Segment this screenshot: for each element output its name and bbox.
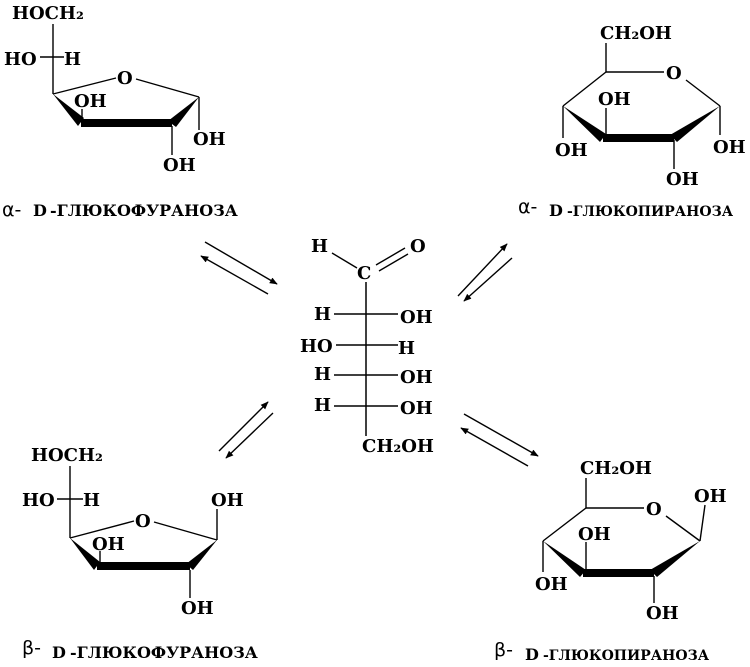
- row-1-right: OH: [400, 307, 433, 328]
- aldehyde-h: H: [311, 236, 328, 257]
- ap-oh-left: OH: [555, 140, 588, 161]
- arrow-tr-back: [463, 257, 513, 302]
- bf-top-hoch2: HOCH₂: [31, 445, 103, 466]
- bp-wedge-right: [650, 541, 700, 577]
- af-oh-right: OH: [193, 129, 226, 150]
- ap-ring-c5-c4: [562, 71, 607, 107]
- af-caption: -ГЛЮКОФУРАНОЗА: [50, 201, 238, 220]
- row-4-left: H: [314, 395, 331, 416]
- alpha-glucopyranose: CH₂OH O OH OH OH OH α- D -ГЛЮКОПИРАНОЗА: [518, 23, 746, 220]
- row-4-right: OH: [400, 398, 433, 419]
- alpha-glucofuranose: HOCH₂ HO H O OH OH OH α- D -ГЛЮКОФУРАНОЗ…: [2, 3, 238, 221]
- bf-ring-o-c1: [153, 521, 218, 541]
- bf-caption-d: D: [52, 643, 66, 662]
- arrow-br-forward: [463, 413, 539, 457]
- arrow-br-back: [460, 427, 529, 467]
- row-3-right: OH: [400, 367, 433, 388]
- ap-wedge-left: [563, 106, 606, 142]
- af-side-h: H: [64, 49, 81, 70]
- bf-bold-bottom: [97, 562, 190, 570]
- af-bold-bottom: [81, 119, 172, 127]
- af-greek: α-: [2, 199, 21, 221]
- bp-bold-bottom: [583, 569, 654, 577]
- bond-c-o-1: [375, 247, 406, 266]
- ap-top-ch2oh: CH₂OH: [600, 23, 672, 44]
- bf-greek: β-: [22, 637, 41, 659]
- bond-c-o-2: [378, 253, 409, 272]
- ap-oh-bottom: OH: [666, 169, 699, 190]
- bf-wedge-right: [186, 540, 217, 570]
- arrow-bl-forward: [218, 401, 269, 452]
- ap-oh-inner: OH: [598, 89, 631, 110]
- af-wedge-left: [53, 94, 84, 126]
- af-ring-o: O: [117, 68, 133, 89]
- bf-wedge-left: [70, 538, 100, 570]
- bp-oh-top-right: OH: [694, 486, 727, 507]
- af-caption-d: D: [33, 201, 47, 220]
- ap-caption-d: D: [549, 201, 563, 220]
- ap-bold-bottom: [603, 134, 674, 142]
- bond-c-h: [331, 252, 358, 269]
- bp-caption: -ГЛЮКОПИРАНОЗА: [543, 648, 710, 664]
- row-3-left: H: [314, 364, 331, 385]
- bf-side-h: H: [83, 490, 100, 511]
- ap-wedge-right: [670, 106, 720, 142]
- bp-ring-o: O: [646, 499, 662, 520]
- bp-wedge-left: [543, 541, 586, 577]
- bp-top-ch2oh: CH₂OH: [580, 458, 652, 479]
- bp-oh-left: OH: [535, 574, 568, 595]
- bp-oh-bottom: OH: [646, 603, 679, 624]
- ap-ring-o: O: [666, 63, 682, 84]
- af-top-hoch2: HOCH₂: [12, 3, 84, 24]
- row-1-left: H: [314, 304, 331, 325]
- equilibrium-arrows: [200, 241, 539, 467]
- af-oh-bottom: OH: [163, 155, 196, 176]
- bp-greek: β-: [494, 639, 513, 661]
- af-ring-o-c1: [135, 78, 200, 98]
- bp-ring-o-c1: [665, 515, 701, 542]
- arrow-bl-back: [225, 412, 274, 459]
- ap-ring-o-c1: [685, 79, 721, 107]
- bp-ring-c5-c4: [542, 507, 587, 542]
- row-2-right: H: [398, 338, 415, 359]
- af-oh-inner: OH: [74, 91, 107, 112]
- bf-oh-bottom: OH: [181, 598, 214, 619]
- aldehyde-o: O: [410, 236, 426, 257]
- ap-caption: -ГЛЮКОПИРАНОЗА: [567, 204, 734, 220]
- chain-bottom-ch2oh: CH₂OH: [362, 436, 434, 457]
- bp-oh-top-right-bond: [699, 504, 706, 542]
- bp-oh-inner: OH: [578, 524, 611, 545]
- bp-caption-d: D: [525, 645, 539, 664]
- aldehyde-c: C: [357, 263, 371, 284]
- bf-side-ho: HO: [22, 490, 55, 511]
- arrow-tl-back: [200, 255, 269, 295]
- af-side-ho: HO: [4, 49, 37, 70]
- beta-glucopyranose: CH₂OH O OH OH OH OH β- D -ГЛЮКОПИРАНОЗА: [494, 458, 727, 664]
- row-2-left: HO: [300, 336, 333, 357]
- arrow-tl-forward: [204, 241, 278, 285]
- open-chain-glucose: H O C H OH HO H H OH H OH CH₂OH: [300, 236, 434, 457]
- ap-greek: α-: [518, 196, 537, 218]
- bf-oh-inner: OH: [92, 534, 125, 555]
- bf-ring-c4-o: [69, 520, 135, 539]
- bf-oh-top-right: OH: [211, 490, 244, 511]
- beta-glucofuranose: HOCH₂ HO H O OH OH OH β- D -ГЛЮКОФУРАНОЗ…: [22, 445, 258, 662]
- bf-caption: -ГЛЮКОФУРАНОЗА: [70, 643, 258, 662]
- arrow-tr-forward: [457, 243, 508, 297]
- af-ring-c4-o: [52, 77, 117, 95]
- af-wedge-right: [168, 97, 199, 127]
- ap-oh-right: OH: [713, 137, 746, 158]
- bf-ring-o: O: [135, 511, 151, 532]
